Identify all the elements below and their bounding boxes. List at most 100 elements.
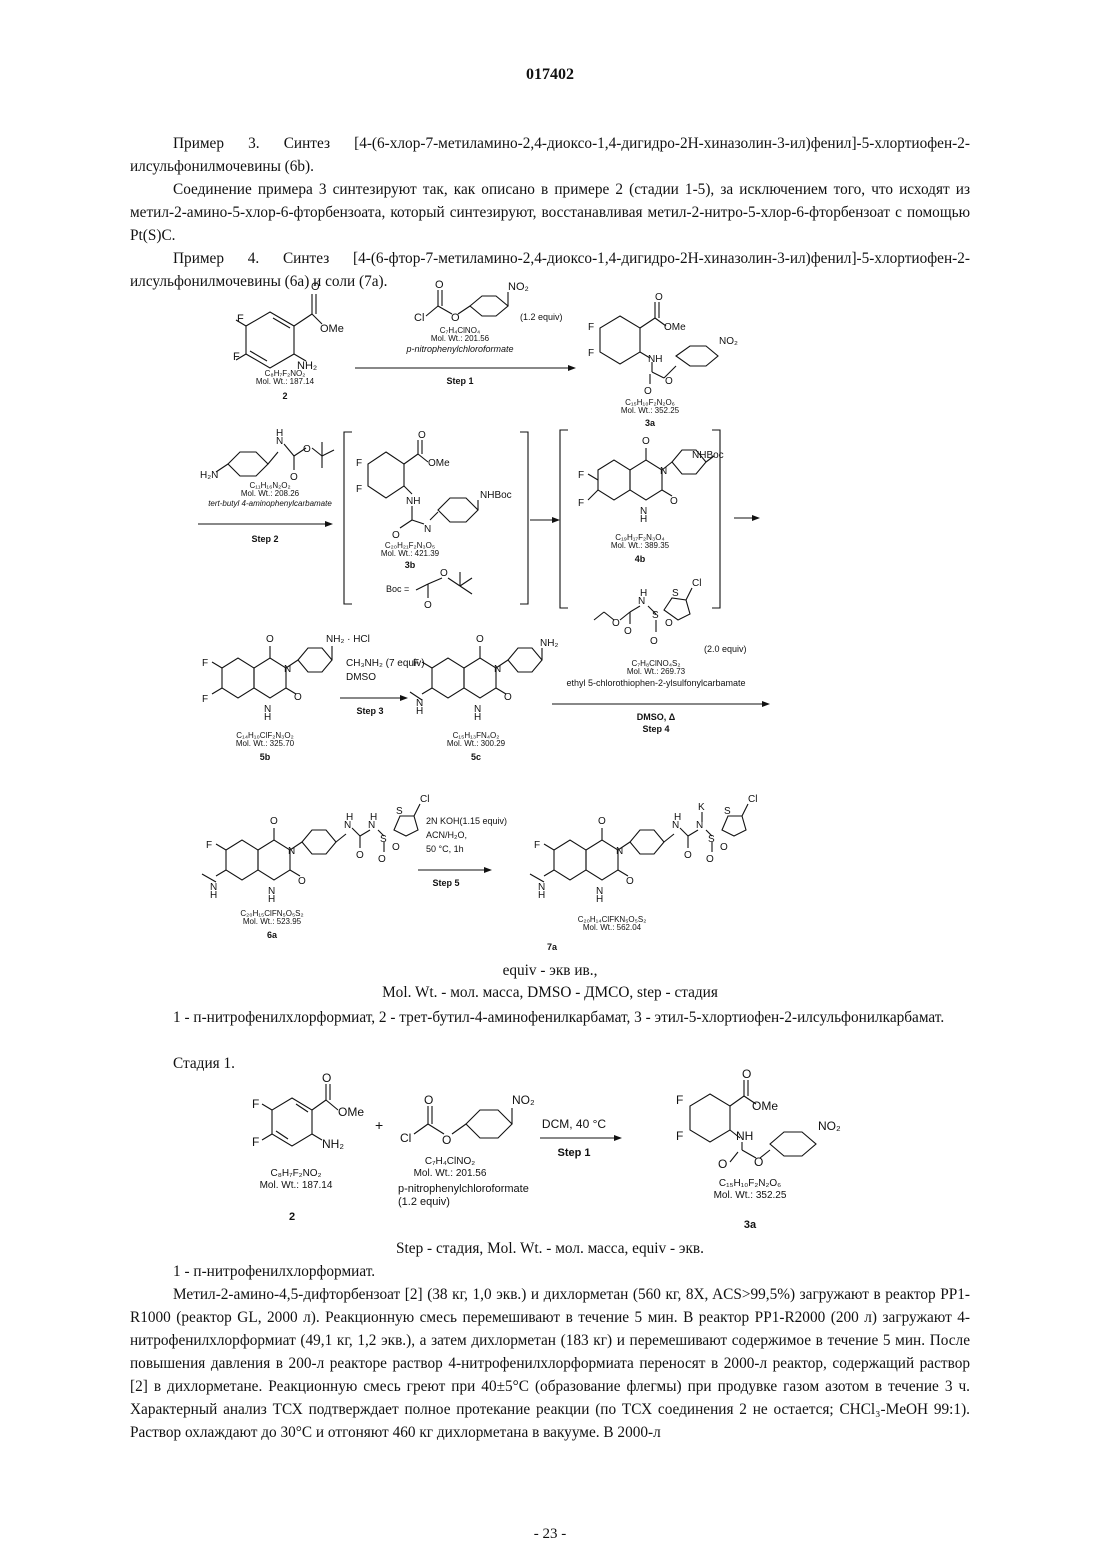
svg-text:Cl: Cl bbox=[748, 794, 757, 805]
svg-text:O: O bbox=[650, 636, 658, 647]
compound-4b-mw: Mol. Wt.: 389.35 bbox=[611, 541, 670, 550]
scheme2-reagent-mw: Mol. Wt.: 201.56 bbox=[414, 1168, 487, 1179]
svg-text:O: O bbox=[378, 854, 386, 865]
svg-text:OMe: OMe bbox=[752, 1099, 778, 1113]
svg-text:NH₂ · HCl: NH₂ · HCl bbox=[326, 634, 370, 645]
svg-text:S: S bbox=[396, 806, 403, 817]
svg-text:N: N bbox=[616, 846, 623, 857]
legend-1-line-1: equiv - экв ив., bbox=[130, 962, 970, 980]
svg-text:H: H bbox=[640, 514, 647, 525]
boc-structure: O O bbox=[416, 568, 472, 611]
svg-text:F: F bbox=[237, 313, 244, 325]
svg-text:NH₂: NH₂ bbox=[322, 1137, 344, 1151]
reaction-scheme-2: O OMe F F NH₂ C₈H₇F₂NO₂ Mol. Wt.: 187.14… bbox=[0, 1060, 1100, 1240]
svg-text:F: F bbox=[676, 1093, 683, 1107]
compound-4b-structure: O O F F N N H NHBoc bbox=[578, 436, 724, 525]
svg-text:OMe: OMe bbox=[320, 323, 344, 335]
svg-text:O: O bbox=[303, 444, 311, 455]
svg-text:S: S bbox=[672, 588, 679, 599]
reagent-1-name: p-nitrophenylchloroformate bbox=[405, 344, 513, 354]
scheme2-compound-3a-label: 3a bbox=[744, 1219, 757, 1231]
step-5-condition-1: 2N KOH(1.15 equiv) bbox=[426, 816, 507, 826]
svg-text:O: O bbox=[504, 692, 512, 703]
svg-text:O: O bbox=[451, 312, 460, 324]
reagent-2-structure: H₂N N H O O bbox=[200, 428, 334, 483]
step-5-condition-3: 50 °C, 1h bbox=[426, 844, 464, 854]
compound-7a-mw: Mol. Wt.: 562.04 bbox=[583, 923, 642, 932]
step-5-label: Step 5 bbox=[432, 878, 459, 888]
svg-text:O: O bbox=[440, 568, 448, 579]
svg-text:N: N bbox=[424, 524, 431, 535]
compound-2-mw: Mol. Wt.: 187.14 bbox=[256, 377, 315, 386]
svg-text:F: F bbox=[252, 1135, 259, 1149]
svg-text:O: O bbox=[270, 816, 278, 827]
compound-5b-label: 5b bbox=[260, 752, 271, 762]
svg-text:O: O bbox=[624, 626, 632, 637]
svg-text:F: F bbox=[202, 694, 208, 705]
reagent-1-structure: Cl O O NO₂ bbox=[414, 279, 529, 324]
svg-text:O: O bbox=[424, 1093, 433, 1107]
svg-text:O: O bbox=[392, 530, 400, 541]
svg-text:H₂N: H₂N bbox=[200, 470, 218, 481]
svg-text:O: O bbox=[356, 850, 364, 861]
scheme2-compound-2-formula: C₈H₇F₂NO₂ bbox=[271, 1168, 322, 1179]
reagent-1-mw: Mol. Wt.: 201.56 bbox=[431, 334, 490, 343]
svg-text:H: H bbox=[276, 428, 283, 439]
compound-3b-mw: Mol. Wt.: 421.39 bbox=[381, 549, 440, 558]
compound-6a-label: 6a bbox=[267, 930, 278, 940]
reaction-scheme-1: O OMe F F NH₂ C₈H₇F₂NO₂ Mol. Wt.: 187.14… bbox=[0, 0, 1100, 980]
svg-text:H: H bbox=[640, 588, 647, 599]
svg-text:O: O bbox=[684, 850, 692, 861]
scheme2-compound-2-label: 2 bbox=[289, 1211, 295, 1223]
reagent-3-name: ethyl 5-chlorothiophen-2-ylsulfonylcarba… bbox=[566, 678, 745, 688]
svg-text:N: N bbox=[494, 664, 501, 675]
svg-text:F: F bbox=[356, 484, 362, 495]
svg-text:F: F bbox=[252, 1097, 259, 1111]
svg-text:NHBoc: NHBoc bbox=[480, 490, 512, 501]
svg-text:O: O bbox=[742, 1067, 751, 1081]
reagent-3-structure: O O N H S O O S Cl bbox=[594, 578, 701, 647]
svg-text:N: N bbox=[660, 466, 667, 477]
svg-text:O: O bbox=[612, 618, 620, 629]
compound-3a-mw: Mol. Wt.: 352.25 bbox=[621, 406, 680, 415]
step-3-solvent: DMSO bbox=[346, 672, 376, 683]
svg-text:H: H bbox=[268, 894, 275, 905]
svg-text:O: O bbox=[718, 1157, 727, 1171]
svg-text:NO₂: NO₂ bbox=[719, 336, 738, 347]
svg-text:Cl: Cl bbox=[400, 1131, 411, 1145]
svg-text:H: H bbox=[346, 812, 353, 823]
svg-text:O: O bbox=[706, 854, 714, 865]
compound-6a-structure: O O F N H N N H N H O N H S O O S Cl bbox=[202, 794, 429, 905]
svg-text:S: S bbox=[652, 610, 659, 621]
compound-3a-label: 3a bbox=[645, 418, 656, 428]
scheme2-compound-2-mw: Mol. Wt.: 187.14 bbox=[260, 1180, 333, 1191]
svg-text:OMe: OMe bbox=[664, 322, 686, 333]
compound-5b-mw: Mol. Wt.: 325.70 bbox=[236, 739, 295, 748]
svg-text:O: O bbox=[626, 876, 634, 887]
svg-text:O: O bbox=[644, 386, 652, 397]
reagent-3-mw: Mol. Wt.: 269.73 bbox=[627, 667, 686, 676]
page-number: - 23 - bbox=[0, 1526, 1100, 1543]
compound-5c-mw: Mol. Wt.: 300.29 bbox=[447, 739, 506, 748]
step-5-condition-2: ACN/H₂O, bbox=[426, 830, 467, 840]
reagent-3-equiv: (2.0 equiv) bbox=[704, 644, 747, 654]
compound-5c-structure: O O F N H N N H NH₂ bbox=[410, 634, 558, 723]
svg-text:F: F bbox=[202, 658, 208, 669]
svg-text:Cl: Cl bbox=[692, 578, 701, 589]
compound-5c-label: 5c bbox=[471, 752, 481, 762]
svg-text:NHBoc: NHBoc bbox=[692, 450, 724, 461]
reagent-1-equiv: (1.2 equiv) bbox=[520, 312, 563, 322]
svg-text:F: F bbox=[206, 840, 212, 851]
svg-text:O: O bbox=[655, 292, 663, 303]
svg-text:F: F bbox=[676, 1129, 683, 1143]
svg-text:N: N bbox=[284, 664, 291, 675]
svg-text:H: H bbox=[210, 890, 217, 901]
step-4-conditions: DMSO, Δ bbox=[637, 712, 676, 722]
reagent-2-mw: Mol. Wt.: 208.26 bbox=[241, 489, 300, 498]
svg-text:O: O bbox=[311, 281, 320, 293]
svg-text:S: S bbox=[380, 834, 387, 845]
compound-2-label: 2 bbox=[282, 391, 287, 401]
svg-text:H: H bbox=[416, 706, 423, 717]
legend-2: Step - стадия, Mol. Wt. - мол. масса, eq… bbox=[130, 1240, 970, 1258]
svg-text:S: S bbox=[724, 806, 731, 817]
